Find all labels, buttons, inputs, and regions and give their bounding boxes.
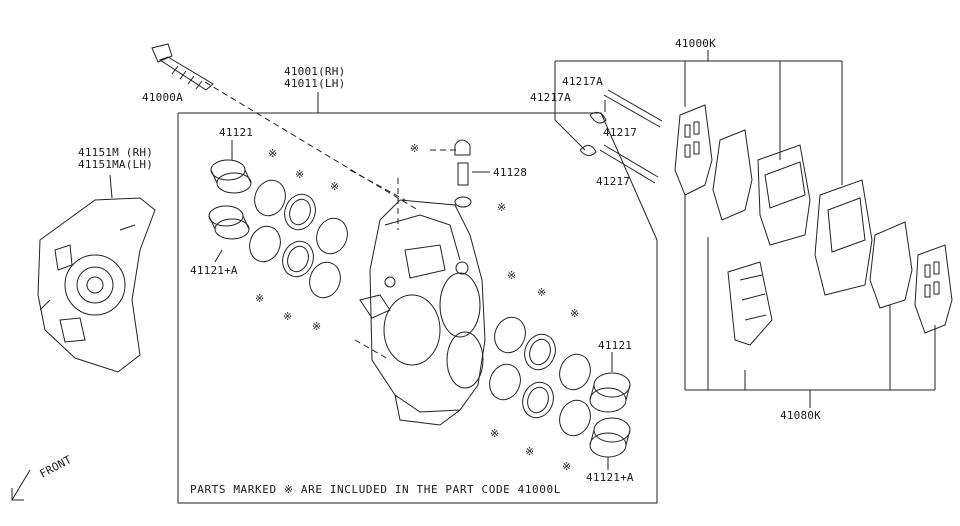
brake-pad-outer — [814, 179, 873, 296]
seals-left — [249, 179, 348, 299]
label-shim-kit: 41080K — [780, 409, 821, 422]
shim-kit-bracket — [684, 195, 936, 408]
reference-mark: ※ — [562, 460, 571, 473]
reference-mark: ※ — [255, 292, 264, 305]
seals-right — [489, 316, 591, 437]
label-piston-kit-left-a: 41121+A — [190, 264, 238, 277]
piston-left-bottom — [208, 205, 250, 240]
label-piston-kit-right-a: 41121+A — [586, 471, 634, 484]
piston-left-top — [210, 159, 252, 194]
label-piston-kit-left: 41121 — [219, 126, 254, 139]
reference-mark: ※ — [330, 180, 339, 193]
label-pin-clip-1: 41217A — [562, 75, 603, 88]
reference-mark: ※ — [507, 269, 516, 282]
label-piston-kit-right: 41121 — [598, 339, 633, 352]
front-arrow-icon — [11, 469, 31, 501]
label-pin-clip-2: 41217A — [530, 91, 571, 104]
reference-mark: ※ — [410, 142, 419, 155]
pad-hardware-spring — [727, 261, 773, 346]
pad-kit-bracket — [554, 50, 843, 185]
piston-right-bottom — [589, 417, 631, 458]
reference-mark: ※ — [525, 445, 534, 458]
reference-mark: ※ — [570, 307, 579, 320]
label-caliper-rh: 41001(RH) — [284, 65, 346, 78]
brake-pad-inner — [757, 144, 811, 246]
shim-inner-right — [869, 221, 913, 309]
caliper-assembly-frame — [177, 112, 658, 504]
label-pin-1: 41217 — [603, 126, 638, 139]
footnote-text: PARTS MARKED ※ ARE INCLUDED IN THE PART … — [190, 483, 561, 496]
bolt-part — [151, 43, 214, 91]
reference-mark: ※ — [497, 201, 506, 214]
shim-outer-right — [914, 244, 953, 334]
reference-mark: ※ — [268, 147, 277, 160]
label-shield-lh: 41151MA(LH) — [78, 158, 154, 171]
label-pin-2: 41217 — [596, 175, 631, 188]
label-caliper-lh: 41011(LH) — [284, 77, 346, 90]
reference-marks: ※ ※ ※ ※ ※ ※ ※ ※ ※ ※ ※ ※ ※ ※ — [255, 142, 579, 473]
reference-mark: ※ — [490, 427, 499, 440]
reference-mark: ※ — [295, 168, 304, 181]
shim-outer-left — [674, 104, 713, 196]
bleeder-part — [454, 139, 490, 208]
reference-mark: ※ — [537, 286, 546, 299]
piston-right-top — [589, 372, 631, 413]
reference-mark: ※ — [283, 310, 292, 323]
reference-mark: ※ — [312, 320, 321, 333]
callout-41121a-left — [214, 249, 223, 263]
label-bolt: 41000A — [142, 91, 183, 104]
pins-and-clips — [579, 89, 663, 184]
label-shield-rh: 41151M (RH) — [78, 146, 154, 159]
caliper-body-part — [359, 199, 486, 426]
shim-inner-left — [712, 129, 753, 221]
label-bleeder: 41128 — [493, 166, 528, 179]
dust-shield-part — [37, 174, 156, 373]
label-pad-kit: 41000K — [675, 37, 716, 50]
